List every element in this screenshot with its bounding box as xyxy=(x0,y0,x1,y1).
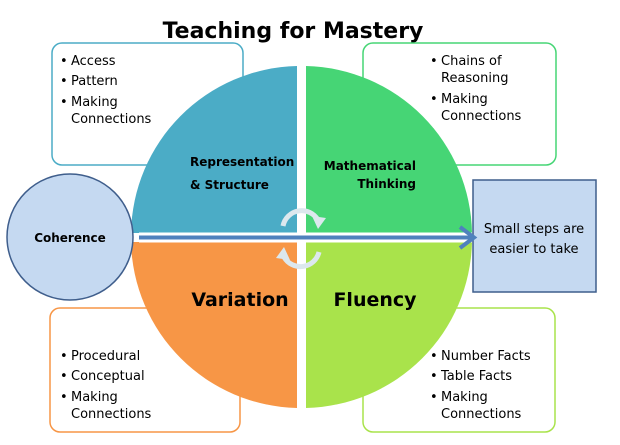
list-item: Procedural xyxy=(71,349,140,364)
list-item: Connections xyxy=(71,112,152,127)
list-item: Making xyxy=(441,390,488,405)
quadrant-variation xyxy=(131,242,297,408)
box-top-right-list: •Chains of Reasoning •Making Connections xyxy=(430,54,522,124)
list-item: Making xyxy=(441,92,488,107)
list-item: Connections xyxy=(441,109,522,124)
label-fluency: Fluency xyxy=(333,289,417,311)
quadrant-representation xyxy=(131,66,297,233)
list-item: Connections xyxy=(71,407,152,422)
label-variation: Variation xyxy=(191,289,288,311)
list-item: Making xyxy=(71,390,118,405)
svg-text:•: • xyxy=(60,74,68,89)
svg-text:•: • xyxy=(430,92,438,107)
label-structure: & Structure xyxy=(190,178,269,192)
small-steps-line-1: Small steps are xyxy=(484,222,584,237)
svg-text:•: • xyxy=(60,54,68,69)
svg-text:•: • xyxy=(430,390,438,405)
list-item: Table Facts xyxy=(440,369,512,384)
small-steps-line-2: easier to take xyxy=(489,242,578,257)
coherence-label: Coherence xyxy=(34,231,106,245)
diagram-title: Teaching for Mastery xyxy=(163,19,424,44)
quadrant-fluency xyxy=(306,242,472,408)
label-thinking: Thinking xyxy=(357,177,416,191)
coherence-circle xyxy=(6,173,134,301)
label-representation: Representation xyxy=(190,155,294,169)
cycle-arrowhead xyxy=(276,247,290,260)
svg-text:•: • xyxy=(60,390,68,405)
box-bottom-right-list: •Number Facts •Table Facts •Making Conne… xyxy=(430,349,531,422)
svg-text:•: • xyxy=(430,369,438,384)
svg-text:•: • xyxy=(430,54,438,69)
svg-text:•: • xyxy=(60,349,68,364)
list-item: Making xyxy=(71,95,118,110)
list-item: Chains of xyxy=(441,54,502,69)
arrowhead-icon xyxy=(458,225,478,250)
box-bottom-left-list: •Procedural •Conceptual •Making Connecti… xyxy=(60,349,152,422)
cycle-arrowhead xyxy=(312,216,326,229)
svg-text:•: • xyxy=(60,369,68,384)
list-item: Reasoning xyxy=(441,71,508,86)
list-item: Conceptual xyxy=(71,369,145,384)
cycle-arrows-icon xyxy=(280,208,322,270)
box-top-left-list: •Access •Pattern •Making Connections xyxy=(60,54,152,127)
svg-text:•: • xyxy=(60,95,68,110)
small-steps-box xyxy=(472,179,597,293)
svg-text:•: • xyxy=(430,349,438,364)
label-mathematical: Mathematical xyxy=(324,159,416,173)
list-item: Pattern xyxy=(71,74,118,89)
list-item: Number Facts xyxy=(441,349,531,364)
quadrant-mathematical-thinking xyxy=(306,66,472,233)
list-item: Access xyxy=(71,54,116,69)
list-item: Connections xyxy=(441,407,522,422)
